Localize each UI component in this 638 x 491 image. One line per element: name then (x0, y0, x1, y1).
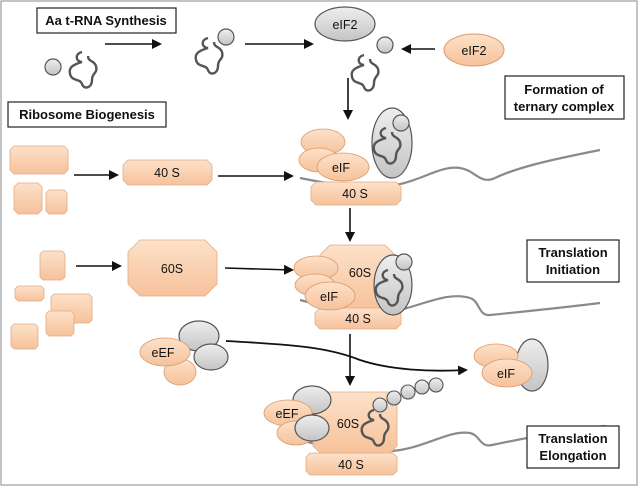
free-amino-acid (44, 58, 62, 76)
svg-text:eIF: eIF (497, 367, 515, 381)
eif2-top: eIF2 (314, 6, 376, 42)
svg-text:eIF: eIF (320, 290, 338, 304)
svg-text:60S: 60S (337, 417, 359, 431)
elongation-complex: 60S 40 S eEF (263, 377, 444, 476)
ribosome-biogenesis-label: Ribosome Biogenesis (7, 101, 167, 128)
free-trna-icon (68, 50, 98, 89)
svg-text:eIF: eIF (332, 161, 350, 175)
eif-released: eIF (473, 338, 549, 392)
formation-ternary-complex-label: Formation of ternary complex (504, 75, 625, 120)
svg-text:40 S: 40 S (345, 312, 371, 326)
svg-text:eIF2: eIF2 (332, 18, 357, 32)
svg-text:60S: 60S (349, 266, 371, 280)
svg-text:Initiation: Initiation (546, 262, 600, 277)
ternary-trna-icon (350, 36, 394, 92)
svg-text:eEF: eEF (152, 346, 175, 360)
subunit-60s-mid: 60S (127, 239, 218, 297)
svg-text:Ribosome Biogenesis: Ribosome Biogenesis (19, 107, 155, 122)
svg-text:ternary complex: ternary complex (514, 99, 615, 114)
svg-text:Translation: Translation (538, 245, 607, 260)
ribosomal-protein-pieces (10, 250, 93, 350)
preinitiation-complex: 40 S eIF (298, 107, 413, 206)
translation-initiation-label: Translation Initiation (526, 239, 620, 283)
svg-text:40 S: 40 S (338, 458, 364, 472)
svg-text:eIF2: eIF2 (461, 44, 486, 58)
svg-text:60S: 60S (161, 262, 183, 276)
subunit-40s-mid: 40 S (122, 159, 213, 186)
svg-text:Aa t-RNA Synthesis: Aa t-RNA Synthesis (45, 13, 167, 28)
svg-text:Formation of: Formation of (524, 82, 604, 97)
svg-text:Translation: Translation (538, 431, 607, 446)
aa-trna-synthesis-label: Aa t-RNA Synthesis (36, 7, 177, 34)
arrow (225, 340, 468, 376)
initiation-complex: 60S 40 S eIF (293, 244, 413, 330)
svg-text:40 S: 40 S (342, 187, 368, 201)
eif2-right: eIF2 (443, 33, 505, 67)
arrow (224, 264, 294, 275)
ribosomal-protein-pieces (9, 145, 69, 215)
svg-text:40 S: 40 S (154, 166, 180, 180)
svg-text:eEF: eEF (276, 407, 299, 421)
eef-free: eEF (139, 320, 229, 386)
svg-text:Elongation: Elongation (539, 448, 606, 463)
translation-elongation-label: Translation Elongation (526, 425, 620, 469)
charged-trna-icon (194, 28, 235, 75)
